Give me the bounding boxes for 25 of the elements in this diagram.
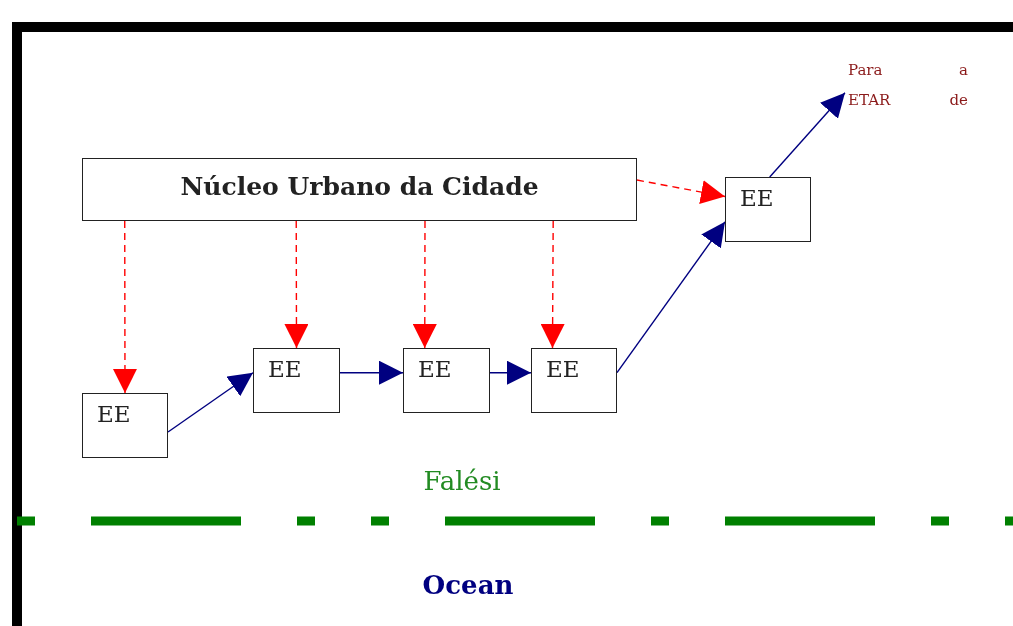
- ocean-label: Ocean: [422, 570, 514, 600]
- arrow: [412, 220, 437, 349]
- node-label: EE: [740, 185, 774, 211]
- node-label: EE: [97, 401, 131, 427]
- node-label: EE: [546, 356, 580, 382]
- process-box: [531, 348, 617, 413]
- process-box: [253, 348, 340, 413]
- arrow: [636, 179, 726, 204]
- process-box: [82, 158, 637, 221]
- cliff-label: Falési: [423, 466, 501, 496]
- node-title: Núcleo Urbano da Cidade: [179, 172, 540, 201]
- process-box: [82, 393, 168, 458]
- process-box: [725, 177, 811, 242]
- arrow: [540, 220, 565, 349]
- destination-note: Para a ETAR de: [848, 60, 968, 111]
- arrow: [616, 221, 726, 374]
- node-label: EE: [268, 356, 302, 382]
- arrow: [339, 360, 404, 385]
- process-box: [403, 348, 490, 413]
- node-label: EE: [418, 356, 452, 382]
- arrow: [489, 360, 532, 385]
- arrow: [112, 220, 137, 394]
- arrow: [284, 220, 309, 349]
- arrow: [769, 92, 846, 178]
- arrow: [167, 372, 254, 433]
